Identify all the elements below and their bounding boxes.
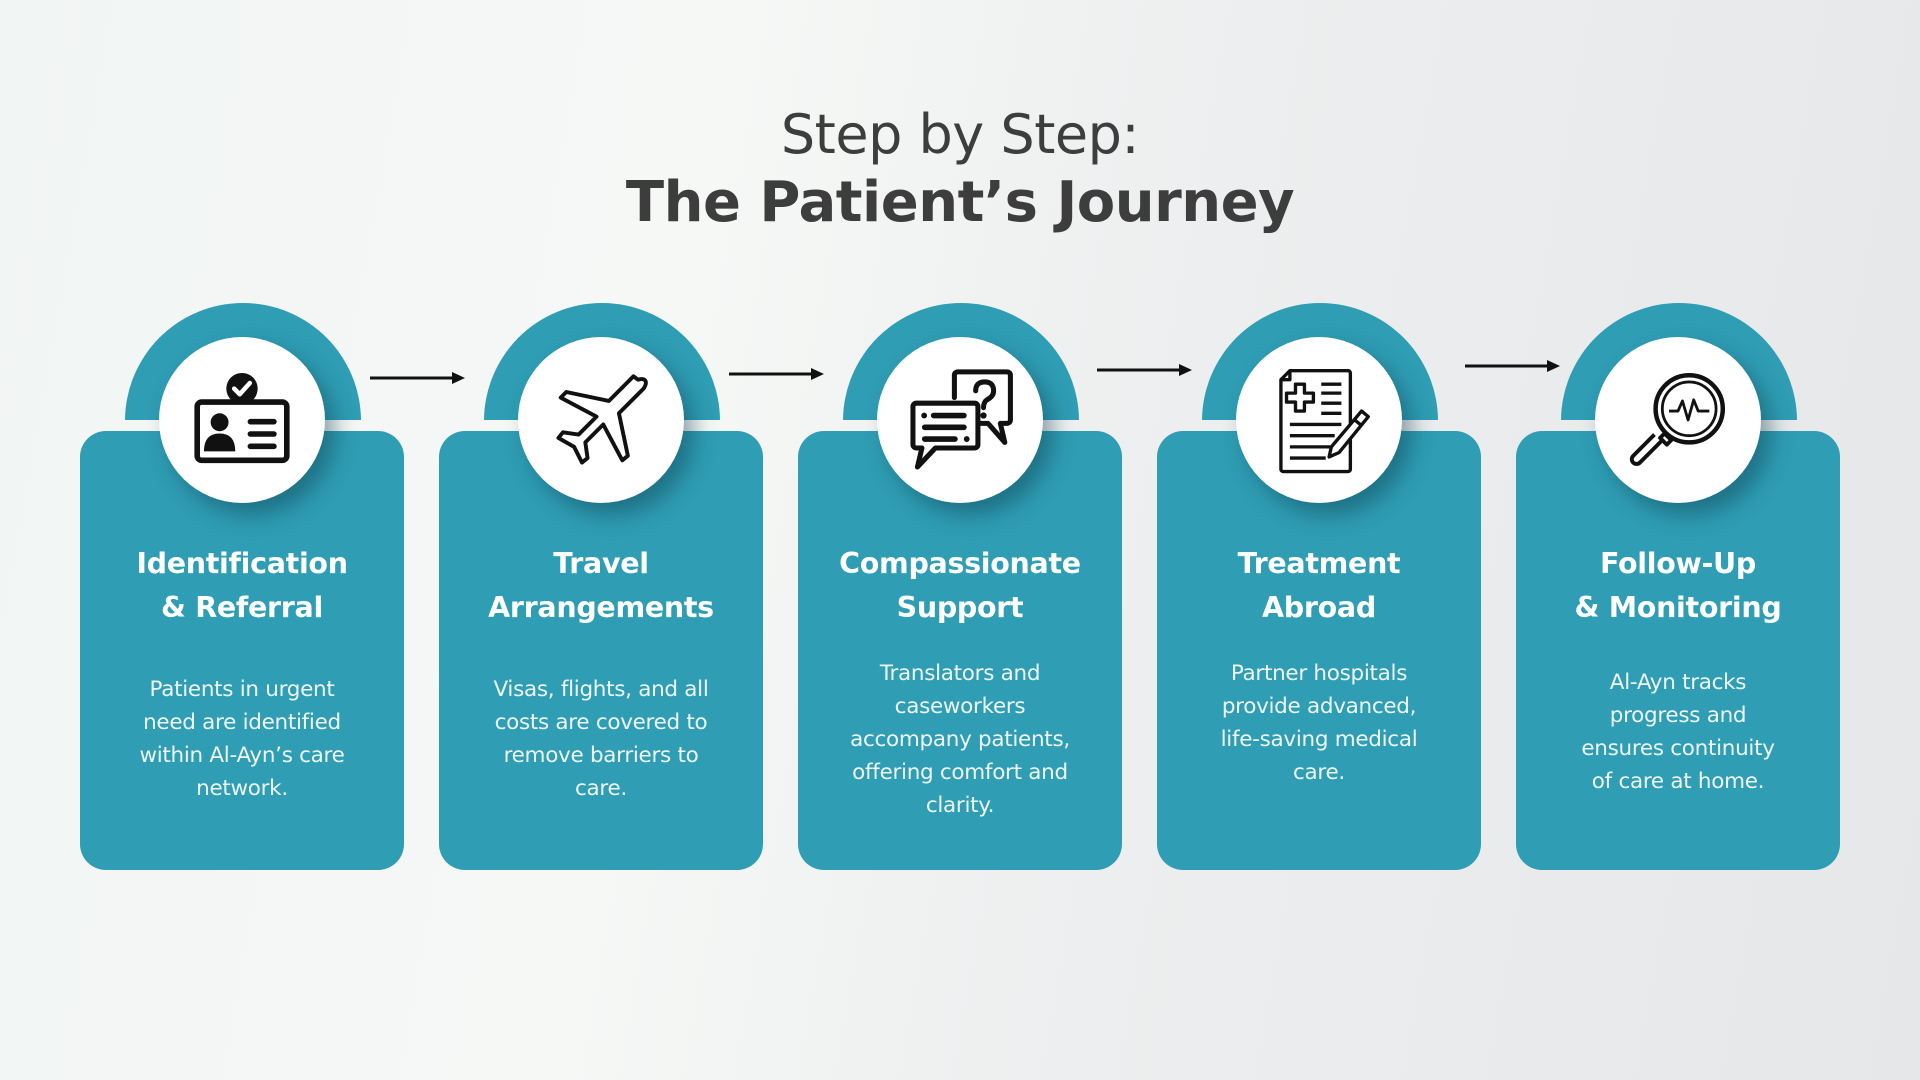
description-line: within Al-Ayn’s care [139, 743, 345, 768]
step-heading-line: Follow-Up [1599, 547, 1756, 580]
description-line: remove barriers to [503, 743, 699, 768]
description-line: Al-Ayn tracks [1609, 670, 1747, 695]
description-line: care. [575, 776, 627, 801]
step-card [1516, 431, 1840, 870]
icon-badge [1595, 337, 1761, 503]
id-card-check-icon [194, 372, 290, 464]
step-heading-line: & Monitoring [1574, 591, 1782, 624]
description-line: costs are covered to [494, 710, 708, 735]
icon-badge [159, 337, 325, 503]
step-heading: Identification & Referral [80, 542, 404, 630]
step-heading-line: Identification [136, 547, 348, 580]
right-arrow-icon [370, 371, 466, 385]
step-heading: Follow-Up & Monitoring [1516, 542, 1840, 630]
step-compassionate-support: Compassionate Support Translators and ca… [798, 0, 1122, 1080]
description-line: progress and [1609, 703, 1747, 728]
description-line: Visas, flights, and all [493, 677, 709, 702]
icon-badge [518, 337, 684, 503]
step-follow-up-monitoring: Follow-Up & Monitoring Al-Ayn tracks pro… [1516, 0, 1840, 1080]
step-card [439, 431, 763, 870]
step-heading-line: Travel [553, 547, 649, 580]
icon-badge [877, 337, 1043, 503]
step-card [798, 431, 1122, 870]
step-heading: Travel Arrangements [439, 542, 763, 630]
description-line: Partner hospitals [1230, 661, 1408, 686]
chat-bubbles-question-icon [910, 369, 1013, 470]
step-heading-line: Support [896, 591, 1024, 624]
step-identification-referral: Identification & Referral Patients in ur… [80, 0, 404, 1080]
step-description: Partner hospitals provide advanced, life… [1187, 657, 1451, 789]
step-description: Visas, flights, and all costs are covere… [469, 673, 733, 805]
step-heading-line: Arrangements [488, 591, 714, 624]
description-line: Patients in urgent [149, 677, 335, 702]
description-line: offering comfort and [852, 760, 1068, 785]
step-description: Al-Ayn tracks progress and ensures conti… [1546, 666, 1810, 798]
step-heading: Compassionate Support [798, 542, 1122, 630]
right-arrow-icon [1465, 359, 1561, 373]
right-arrow-icon [729, 367, 825, 381]
icon-badge [1236, 337, 1402, 503]
step-card [80, 431, 404, 870]
page-title-line-2: The Patient’s Journey [625, 170, 1295, 235]
step-heading-line: Treatment [1237, 547, 1401, 580]
description-line: accompany patients, [850, 727, 1070, 752]
description-line: of care at home. [1591, 769, 1765, 794]
description-line: life-saving medical [1220, 727, 1418, 752]
step-description: Translators and caseworkers accompany pa… [828, 657, 1092, 822]
description-line: need are identified [143, 710, 341, 735]
description-line: care. [1293, 760, 1345, 785]
description-line: provide advanced, [1221, 694, 1417, 719]
step-description: Patients in urgent need are identified w… [110, 673, 374, 805]
description-line: clarity. [925, 793, 995, 818]
step-travel-arrangements: Travel Arrangements Visas, flights, and … [439, 0, 763, 1080]
description-line: caseworkers [894, 694, 1026, 719]
magnifier-heartbeat-icon [1629, 372, 1726, 466]
step-card [1157, 431, 1481, 870]
step-heading: Treatment Abroad [1157, 542, 1481, 630]
step-heading-line: & Referral [161, 591, 323, 624]
description-line: ensures continuity [1581, 736, 1775, 761]
step-heading-line: Abroad [1262, 591, 1376, 624]
description-line: Translators and [879, 661, 1041, 686]
airplane-icon [556, 374, 648, 465]
medical-report-pencil-icon [1279, 369, 1370, 474]
step-treatment-abroad: Treatment Abroad Partner hospitals provi… [1157, 0, 1481, 1080]
description-line: network. [196, 776, 288, 801]
step-heading-line: Compassionate [839, 547, 1081, 580]
right-arrow-icon [1097, 363, 1193, 377]
page-title-line-1: Step by Step: [780, 103, 1140, 166]
